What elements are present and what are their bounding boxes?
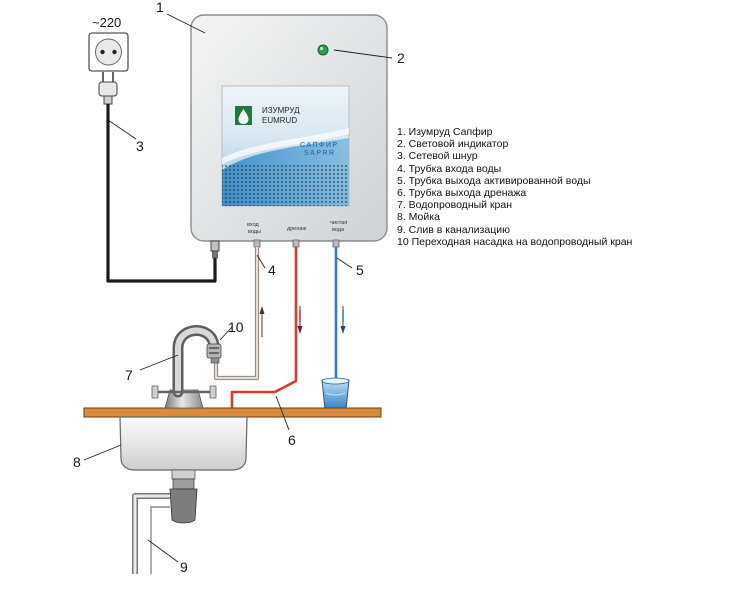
legend-item: 3. Сетевой шнур: [397, 150, 478, 163]
callout-6: 6: [288, 432, 296, 448]
callout-2: 2: [397, 50, 405, 66]
countertop: [83, 407, 382, 418]
socket-hole-right: [112, 49, 117, 55]
legend-item: 2. Световой индикатор: [397, 138, 509, 151]
port-label-clean-2: вода: [332, 227, 345, 233]
legend-item: 5. Трубка выхода активированной воды: [397, 174, 591, 187]
clean-fitting: [332, 239, 340, 248]
legend-item: 9. Слив в канализацию: [397, 223, 510, 236]
legend-item: 4. Трубка входа воды: [397, 162, 502, 175]
water-faucet-icon: [151, 325, 220, 409]
callout-7: 7: [125, 367, 133, 383]
power-cord: [106, 104, 217, 283]
legend-item: 1. Изумруд Сапфир: [397, 126, 493, 138]
drain-hose-inside: [150, 506, 170, 574]
drain-fitting: [292, 239, 300, 248]
brand-name-en: EUMRUD: [262, 116, 297, 125]
drain-tube: [230, 247, 298, 409]
inlet-flow-arrow-icon: [259, 306, 265, 337]
sink-drain-pipe: [169, 478, 198, 524]
clean-flow-arrow-icon: [340, 306, 346, 334]
callout-9: 9: [180, 559, 188, 575]
cord-gland-icon: [210, 240, 220, 259]
sink-drain-nut: [171, 469, 196, 480]
inlet-water-tube: [213, 247, 260, 381]
device-front-panel: [221, 85, 350, 207]
faucet-adapter-icon: [206, 343, 222, 364]
socket-hole-left: [100, 49, 105, 55]
legend: 1. Изумруд Сапфир 2. Световой индикатор …: [397, 126, 632, 248]
legend-item: 6. Трубка выхода дренажа: [397, 187, 527, 200]
indicator-light-icon: [317, 44, 329, 56]
port-label-clean-1: чистая: [330, 220, 347, 226]
callout-1: 1: [156, 0, 164, 15]
callout-5: 5: [356, 262, 364, 278]
port-label-inlet-1: вход: [247, 222, 260, 228]
callout-4: 4: [268, 262, 276, 278]
callout-10: 10: [228, 319, 244, 335]
legend-item: 10 Переходная насадка на водопроводный к…: [397, 235, 633, 248]
brand-logo-icon: [235, 106, 252, 125]
power-plug-icon: [98, 72, 118, 105]
sink-basin: [119, 416, 248, 471]
legend-item: 7. Водопроводный кран: [397, 199, 513, 212]
model-name-ru: САПФИР: [300, 142, 339, 149]
brand-name-ru: ИЗУМРУД: [262, 106, 300, 115]
voltage-label: ~220: [92, 15, 121, 30]
water-glass-icon: [321, 377, 350, 411]
callout-8: 8: [73, 454, 81, 470]
model-name-en: SAPRR: [304, 150, 336, 157]
legend-item: 8. Мойка: [397, 211, 440, 224]
port-label-drain: дренаж: [287, 226, 306, 232]
port-label-inlet-2: воды: [248, 229, 261, 235]
drain-flow-arrow-icon: [297, 306, 303, 334]
leader-lines: [83, 13, 393, 563]
inlet-fitting: [253, 239, 261, 248]
callout-3: 3: [136, 138, 144, 154]
socket-face: [95, 38, 122, 66]
